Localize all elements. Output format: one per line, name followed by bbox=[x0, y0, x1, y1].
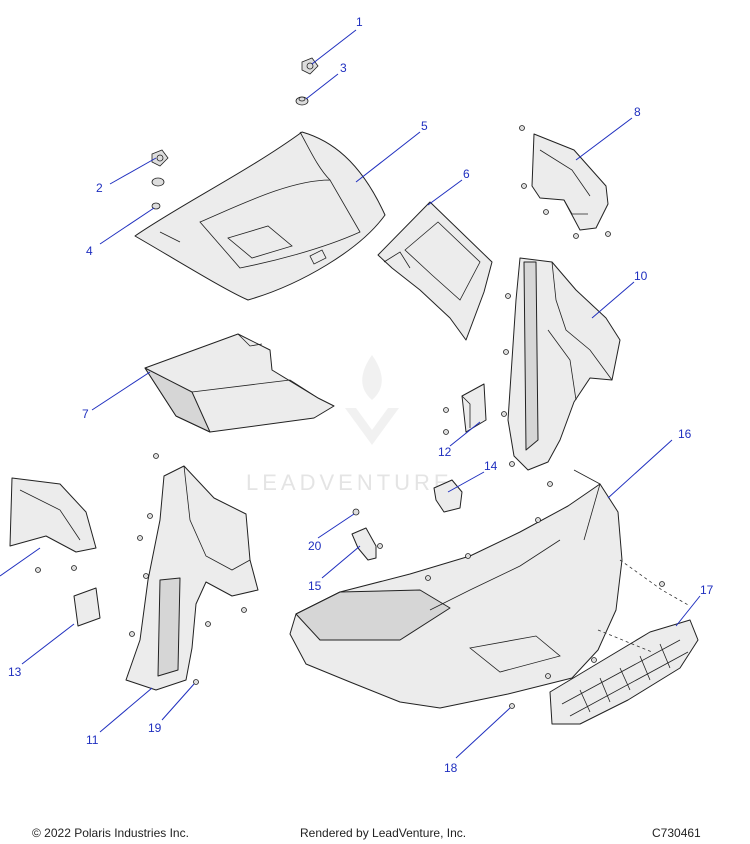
part-7-dash-panel bbox=[144, 333, 335, 433]
part-13-bracket bbox=[73, 587, 101, 627]
drawing-id: C730461 bbox=[652, 826, 701, 840]
callout-12: 12 bbox=[438, 445, 452, 459]
part-left-bracket bbox=[9, 477, 97, 553]
part-8-bracket bbox=[531, 133, 609, 231]
part-17-grille bbox=[549, 619, 699, 725]
copyright-text: © 2022 Polaris Industries Inc. bbox=[32, 826, 189, 840]
assembly-line-2 bbox=[597, 629, 653, 653]
part-1-clip bbox=[301, 57, 319, 75]
part-20-bolt bbox=[352, 508, 360, 516]
callout-18: 18 bbox=[444, 761, 458, 775]
rendered-by-text: Rendered by LeadVenture, Inc. bbox=[300, 826, 467, 840]
callout-7: 7 bbox=[82, 407, 89, 421]
callout-1: 1 bbox=[356, 15, 363, 29]
callout-13: 13 bbox=[8, 665, 22, 679]
part-grommet-small bbox=[151, 177, 165, 187]
callout-3: 3 bbox=[340, 61, 347, 75]
part-11-side-panel-left bbox=[125, 465, 259, 691]
callout-2: 2 bbox=[96, 181, 103, 195]
callout-6: 6 bbox=[463, 167, 470, 181]
callout-20: 20 bbox=[308, 539, 322, 553]
leader-lines bbox=[0, 29, 701, 759]
callout-10: 10 bbox=[634, 269, 648, 283]
part-16-bumper bbox=[289, 469, 623, 709]
watermark-text: LEADVENTURE bbox=[246, 470, 453, 495]
screw-set bbox=[35, 125, 665, 709]
callout-17: 17 bbox=[700, 583, 714, 597]
part-10-side-panel-right bbox=[507, 257, 621, 471]
part-15-bracket bbox=[351, 527, 377, 561]
callout-16: 16 bbox=[678, 427, 692, 441]
part-12-bracket bbox=[461, 383, 487, 433]
callout-5: 5 bbox=[421, 119, 428, 133]
watermark-logo bbox=[345, 355, 399, 445]
callout-15: 15 bbox=[308, 579, 322, 593]
part-5-hood bbox=[134, 131, 386, 301]
part-4-washer bbox=[151, 202, 161, 210]
part-6-trim-panel bbox=[377, 201, 493, 341]
callout-8: 8 bbox=[634, 105, 641, 119]
assembly-line-1 bbox=[619, 559, 691, 607]
callout-14: 14 bbox=[484, 459, 498, 473]
callout-19: 19 bbox=[148, 721, 162, 735]
part-2-clip bbox=[151, 149, 169, 167]
part-3-grommet bbox=[295, 96, 309, 106]
callout-11: 11 bbox=[86, 733, 99, 747]
callout-4: 4 bbox=[86, 244, 93, 258]
